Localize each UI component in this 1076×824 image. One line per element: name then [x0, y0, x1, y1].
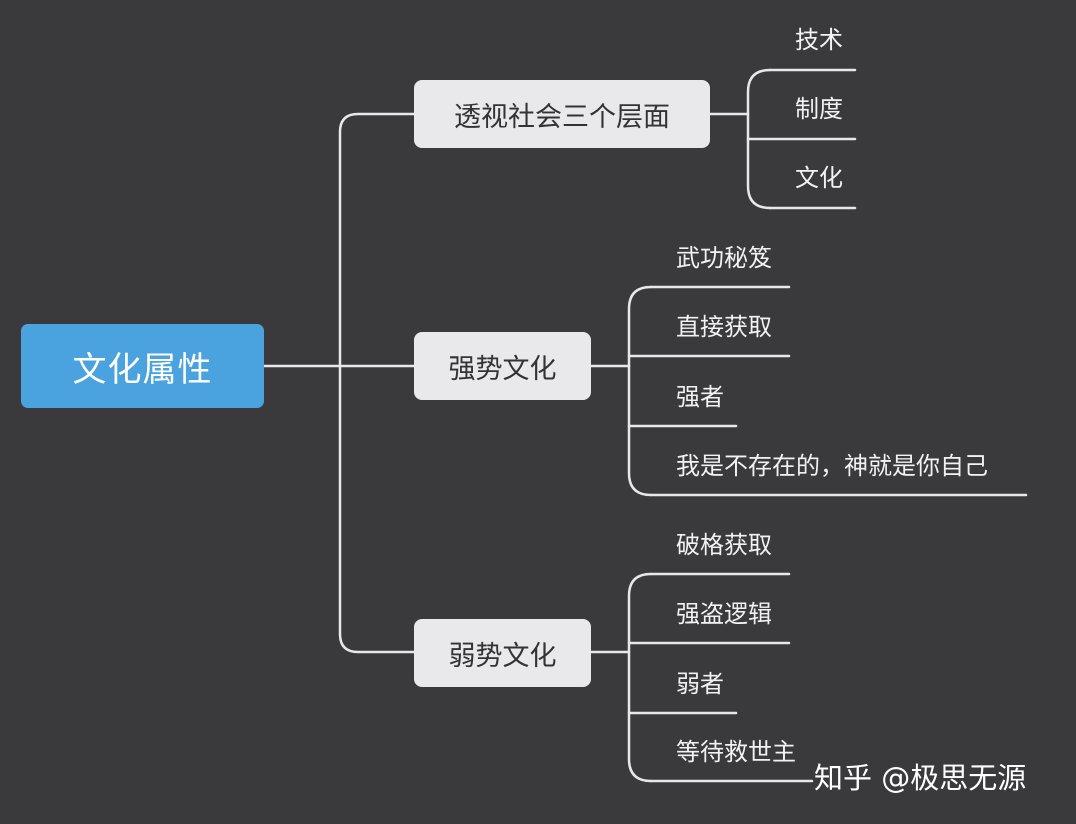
leaf-node[interactable]: 武功秘笈 [676, 244, 772, 272]
branch-node-weak-culture[interactable]: 弱势文化 [414, 619, 591, 687]
leaf-node[interactable]: 直接获取 [676, 313, 772, 341]
root-node[interactable]: 文化属性 [21, 324, 264, 408]
leaf-node[interactable]: 强盗逻辑 [676, 600, 772, 628]
leaf-node[interactable]: 文化 [795, 164, 843, 192]
leaf-node[interactable]: 等待救世主 [676, 738, 796, 766]
branch-node-society-levels[interactable]: 透视社会三个层面 [414, 80, 710, 148]
leaf-node[interactable]: 弱者 [676, 670, 724, 698]
leaf-node[interactable]: 破格获取 [676, 531, 772, 559]
leaf-node[interactable]: 强者 [676, 383, 724, 411]
root-node-label: 文化属性 [72, 349, 213, 390]
branch-node-label: 强势文化 [448, 353, 557, 385]
branch-node-strong-culture[interactable]: 强势文化 [414, 332, 591, 400]
connector-spine [338, 112, 416, 654]
connector-branch-1-bracket [627, 285, 653, 497]
branch-node-label: 弱势文化 [448, 640, 557, 672]
watermark: 知乎 @极思无源 [814, 761, 1027, 795]
connector-branch-2-bracket [627, 572, 653, 783]
branch-node-label: 透视社会三个层面 [454, 101, 670, 133]
leaf-node[interactable]: 我是不存在的，神就是你自己 [676, 452, 988, 480]
leaf-node[interactable]: 制度 [795, 95, 843, 123]
leaf-node[interactable]: 技术 [795, 26, 843, 54]
